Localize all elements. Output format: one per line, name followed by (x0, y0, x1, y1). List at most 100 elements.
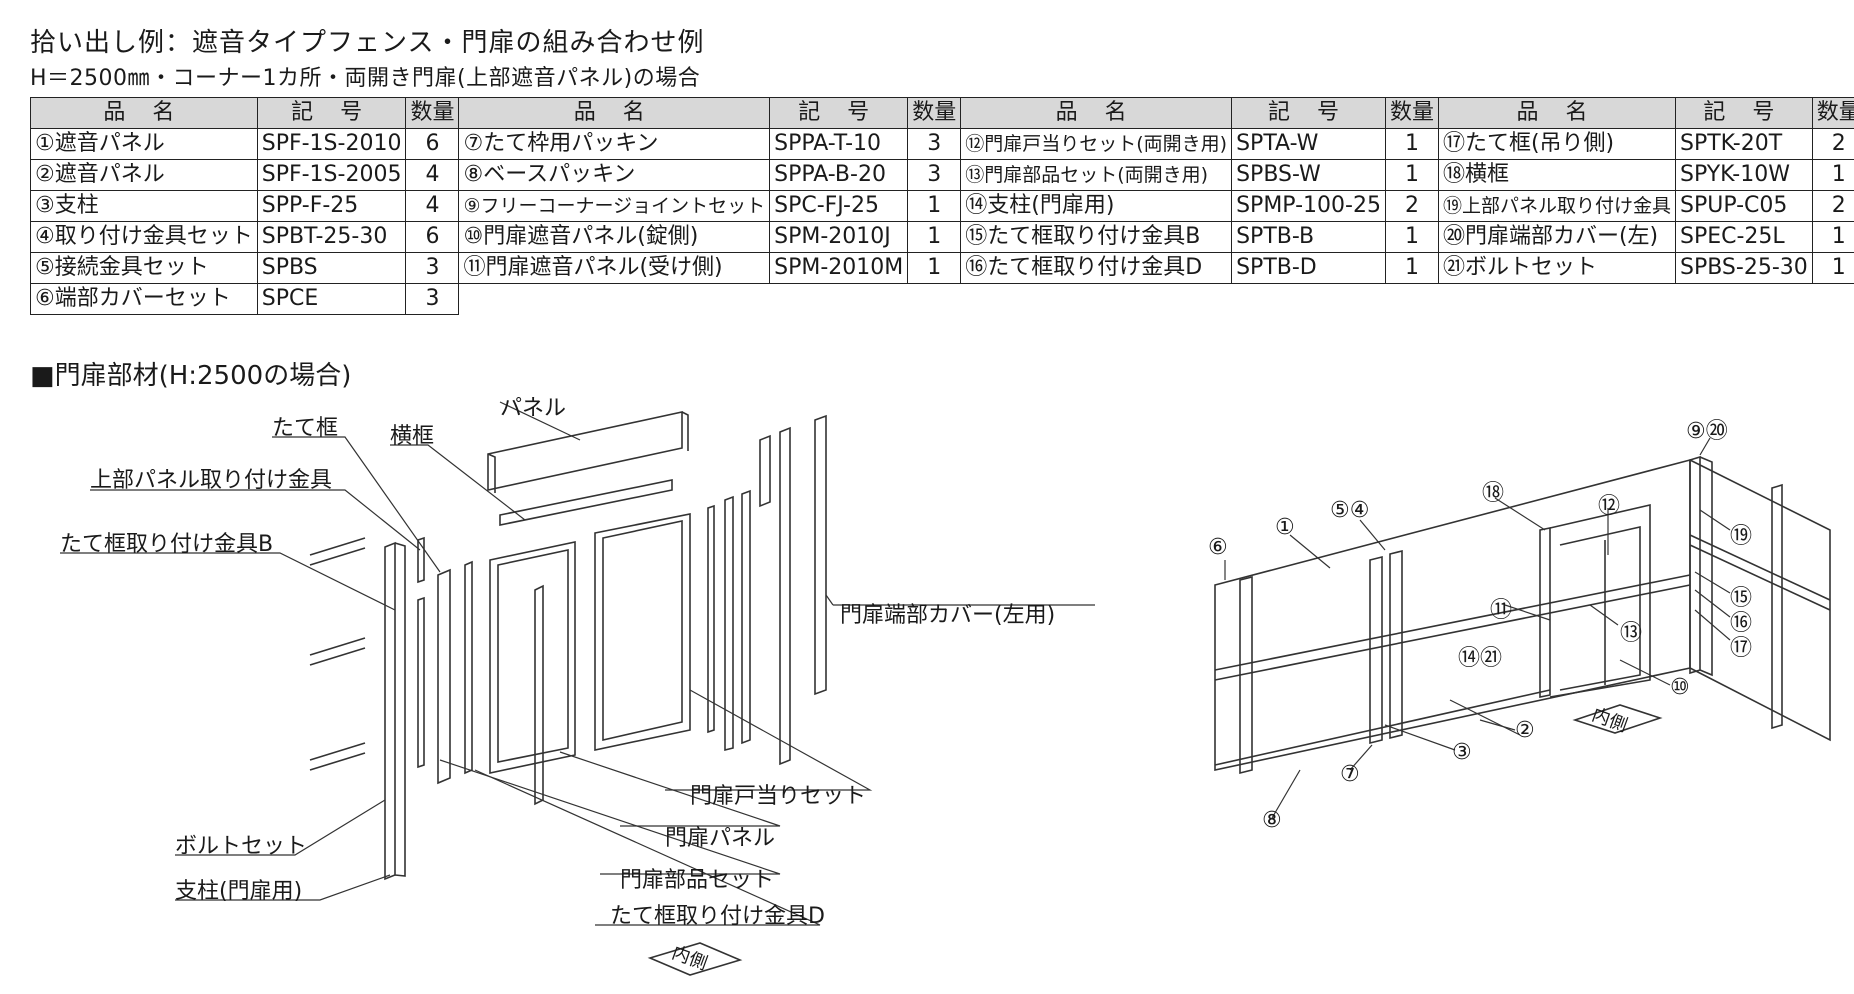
cell-name: ㉑ボルトセット (1437, 252, 1676, 284)
callout-14-21: ⑭㉑ (1458, 646, 1503, 671)
header-name: 品 名 (960, 97, 1233, 129)
cell-name: ⑰たて框(吊り側) (1437, 128, 1676, 160)
cell-name: ⑯たて框取り付け金具D (960, 252, 1233, 284)
cell-code: SPCE (256, 283, 407, 315)
callout-11: ⑪ (1490, 598, 1513, 623)
cell-code: SPTK-20T (1674, 128, 1813, 160)
cell-name: ⑫門扉戸当りセット(両開き用) (960, 128, 1233, 160)
callout-17: ⑰ (1730, 636, 1753, 661)
table-header-row: 品 名 記 号 数量 品 名 記 号 数量 品 名 記 号 数量 品 名 記 号… (30, 97, 1854, 129)
cell-code: SPC-FJ-25 (769, 190, 909, 222)
callout-3: ③ (1452, 740, 1472, 765)
cell-qty: 3 (405, 283, 460, 315)
cell-name: ⑬門扉部品セット(両開き用) (960, 159, 1233, 191)
cell-code: SPTB-B (1231, 221, 1386, 253)
label-door-panel: 門扉パネル (665, 826, 776, 851)
label-tate-kamachi: たて框 (272, 416, 339, 441)
label-end-cover: 門扉端部カバー(左用) (840, 603, 1056, 628)
cell-qty: 1 (907, 190, 962, 222)
cell-name: ①遮音パネル (30, 128, 258, 160)
cell-qty: 1 (907, 221, 962, 253)
header-code: 記 号 (256, 97, 407, 129)
cell-code: SPUP-C05 (1674, 190, 1813, 222)
cell-qty: 1 (1811, 159, 1854, 191)
cell-name: ⑪門扉遮音パネル(受け側) (458, 252, 771, 284)
cell-qty: 3 (907, 128, 962, 160)
header-code: 記 号 (1674, 97, 1813, 129)
header-code: 記 号 (769, 97, 909, 129)
callout-10: ⑩ (1670, 675, 1690, 700)
header-qty: 数量 (1384, 97, 1439, 129)
label-tate-bracket-b: たて框取り付け金具B (60, 532, 274, 557)
callout-1: ① (1275, 515, 1295, 540)
cell-qty: 1 (1384, 128, 1439, 160)
cell-qty: 1 (907, 252, 962, 284)
cell-name: ⑤接続金具セット (30, 252, 258, 284)
cell-qty: 4 (405, 190, 460, 222)
cell-code: SPYK-10W (1674, 159, 1813, 191)
callout-12: ⑫ (1598, 494, 1621, 519)
cell-name: ⑦たて枠用パッキン (458, 128, 771, 160)
cell-code: SPPA-B-20 (769, 159, 909, 191)
section-title: ■門扉部材(H:2500の場合) (30, 361, 352, 391)
callout-19: ⑲ (1730, 524, 1753, 549)
cell-code: SPTB-D (1231, 252, 1386, 284)
cell-qty: 4 (405, 159, 460, 191)
label-upper-bracket: 上部パネル取り付け金具 (90, 468, 333, 493)
cell-qty: 2 (1384, 190, 1439, 222)
callout-18: ⑱ (1482, 481, 1505, 506)
callout-2: ② (1515, 718, 1535, 743)
cell-qty: 2 (1811, 190, 1854, 222)
callout-7: ⑦ (1340, 762, 1360, 787)
callout-16: ⑯ (1730, 611, 1753, 636)
cell-code: SPEC-25L (1674, 221, 1813, 253)
label-tate-bracket-d: たて框取り付け金具D (610, 904, 825, 929)
cell-code: SPF-1S-2005 (256, 159, 407, 191)
label-yoko-kamachi: 横框 (390, 424, 435, 449)
page-title: 拾い出し例：遮音タイプフェンス・門扉の組み合わせ例 (30, 28, 705, 58)
label-door-stop: 門扉戸当りセット (690, 784, 867, 809)
cell-code: SPBS-W (1231, 159, 1386, 191)
cell-code: SPBS-25-30 (1674, 252, 1813, 284)
callout-5-4: ⑤④ (1330, 498, 1370, 523)
cell-qty: 1 (1384, 159, 1439, 191)
header-name: 品 名 (30, 97, 258, 129)
cell-code: SPM-2010M (769, 252, 909, 284)
cell-qty: 3 (405, 252, 460, 284)
header-qty: 数量 (907, 97, 962, 129)
label-panel: パネル (500, 396, 567, 421)
cell-code: SPPA-T-10 (769, 128, 909, 160)
cell-code: SPP-F-25 (256, 190, 407, 222)
page-subtitle: H＝2500㎜・コーナー1カ所・両開き門扉(上部遮音パネル)の場合 (30, 66, 701, 91)
cell-qty: 1 (1384, 221, 1439, 253)
cell-name: ④取り付け金具セット (30, 221, 258, 253)
header-code: 記 号 (1231, 97, 1386, 129)
cell-name: ⑮たて框取り付け金具B (960, 221, 1233, 253)
label-post: 支柱(門扉用) (175, 879, 303, 904)
cell-name: ⑥端部カバーセット (30, 283, 258, 315)
callout-6: ⑥ (1208, 535, 1228, 560)
cell-name: ⑲上部パネル取り付け金具 (1437, 190, 1676, 222)
cell-name: ⑧ベースパッキン (458, 159, 771, 191)
cell-name: ②遮音パネル (30, 159, 258, 191)
label-bolt-set: ボルトセット (175, 834, 308, 859)
callout-8: ⑧ (1262, 808, 1282, 833)
cell-qty: 1 (1384, 252, 1439, 284)
callout-15: ⑮ (1730, 586, 1753, 611)
cell-qty: 6 (405, 128, 460, 160)
label-door-parts: 門扉部品セット (620, 868, 775, 893)
callout-9-20: ⑨⑳ (1686, 419, 1728, 444)
cell-code: SPMP-100-25 (1231, 190, 1386, 222)
cell-name: ③支柱 (30, 190, 258, 222)
cell-qty: 1 (1811, 221, 1854, 253)
cell-qty: 1 (1811, 252, 1854, 284)
callout-13: ⑬ (1620, 621, 1643, 646)
cell-name: ⑳門扉端部カバー(左) (1437, 221, 1676, 253)
parts-table: 品 名 記 号 数量 品 名 記 号 数量 品 名 記 号 数量 品 名 記 号… (30, 97, 1854, 315)
